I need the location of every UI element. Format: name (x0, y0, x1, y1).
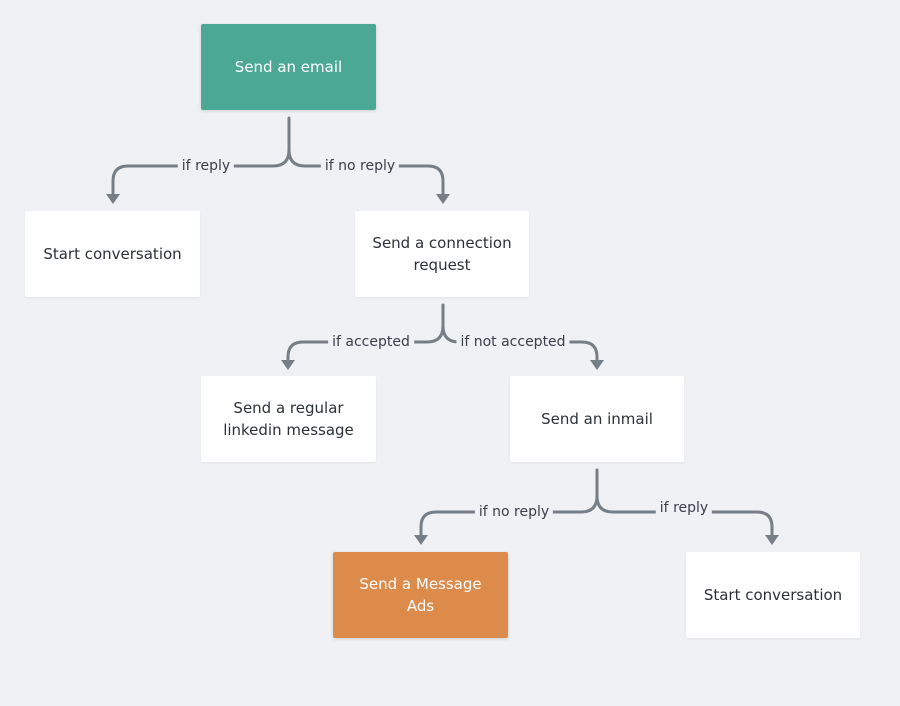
node-start-conversation[interactable]: Start conversation (25, 211, 200, 297)
edge-label-inmail-if-no-reply: if no reply (474, 503, 554, 521)
node-start-conversation-final[interactable]: Start conversation (686, 552, 860, 638)
edge-label-connection-if-accepted: if accepted (328, 333, 414, 351)
node-send-connection-request-label: Send a connection request (372, 234, 512, 274)
edge-connection-to-inmail (441, 324, 599, 364)
edge-label-inmail-if-reply: if reply (655, 499, 713, 517)
node-send-inmail-label: Send an inmail (541, 410, 653, 428)
arrowhead-email-to-start-conversation (106, 194, 120, 204)
node-send-regular-linkedin-message-label: Send a regular linkedin message (223, 399, 354, 439)
node-send-message-ads-label: Send a Message Ads (359, 575, 482, 615)
arrowhead-inmail-to-message-ads (414, 535, 428, 545)
edge-email-to-connection-request (287, 148, 445, 198)
edge-inmail-to-start-conversation (595, 494, 774, 539)
node-send-connection-request[interactable]: Send a connection request (355, 211, 529, 297)
edge-label-email-if-reply: if reply (177, 157, 235, 175)
arrowhead-inmail-to-start-conversation (765, 535, 779, 545)
edge-label-connection-if-not-accepted: if not accepted (456, 333, 570, 351)
arrowhead-connection-to-inmail (590, 360, 604, 370)
arrowhead-email-to-connection-request (436, 194, 450, 204)
node-start-conversation-final-label: Start conversation (703, 586, 843, 604)
arrowhead-connection-to-regular-message (281, 360, 295, 370)
node-send-regular-linkedin-message[interactable]: Send a regular linkedin message (201, 376, 376, 462)
node-send-email-label: Send an email (234, 58, 343, 76)
node-send-message-ads[interactable]: Send a Message Ads (333, 552, 508, 638)
edge-label-email-if-no-reply: if no reply (320, 157, 400, 175)
node-start-conversation-label: Start conversation (43, 245, 182, 263)
node-send-email[interactable]: Send an email (201, 24, 376, 110)
node-send-inmail[interactable]: Send an inmail (510, 376, 684, 462)
